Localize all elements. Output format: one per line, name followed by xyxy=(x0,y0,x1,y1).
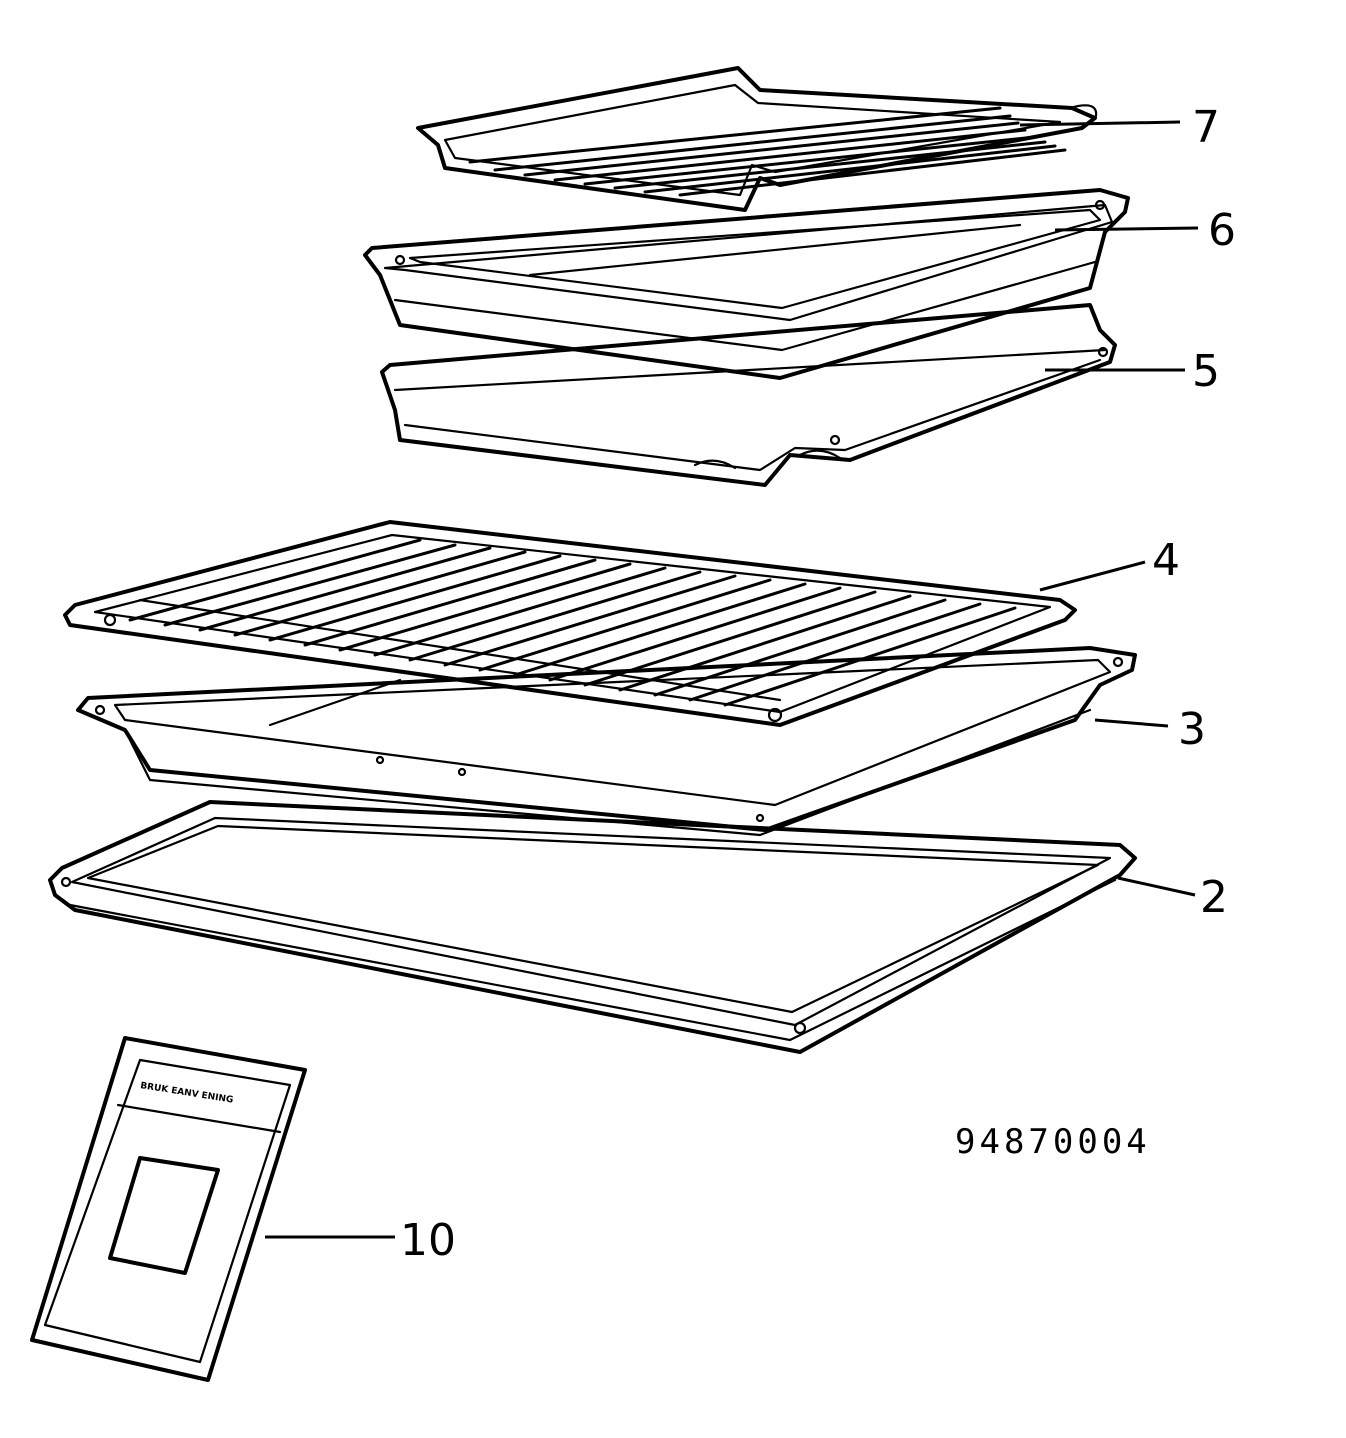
callout-6: 6 xyxy=(1208,205,1236,256)
part-5-baking-sheet xyxy=(380,303,1117,487)
part-10-instruction-manual: BRUK EANV ENING xyxy=(30,1036,307,1382)
callout-10: 10 xyxy=(400,1215,456,1266)
leader-7 xyxy=(1019,120,1181,127)
callout-4: 4 xyxy=(1152,535,1180,586)
part-4-wire-rack xyxy=(63,520,1077,727)
leader-2 xyxy=(1117,876,1196,897)
callout-7: 7 xyxy=(1192,102,1220,153)
part-6-shallow-tray xyxy=(363,188,1130,380)
drawing-number: 94870004 xyxy=(955,1122,1151,1162)
callout-5: 5 xyxy=(1192,346,1220,397)
callout-3: 3 xyxy=(1178,704,1206,755)
part-2-enamel-tray xyxy=(48,800,1137,1054)
part-7-grill-rack xyxy=(416,66,1098,212)
callout-2: 2 xyxy=(1200,872,1228,923)
leader-4 xyxy=(1039,560,1146,592)
leader-6 xyxy=(1054,226,1199,232)
leader-3 xyxy=(1094,718,1169,728)
